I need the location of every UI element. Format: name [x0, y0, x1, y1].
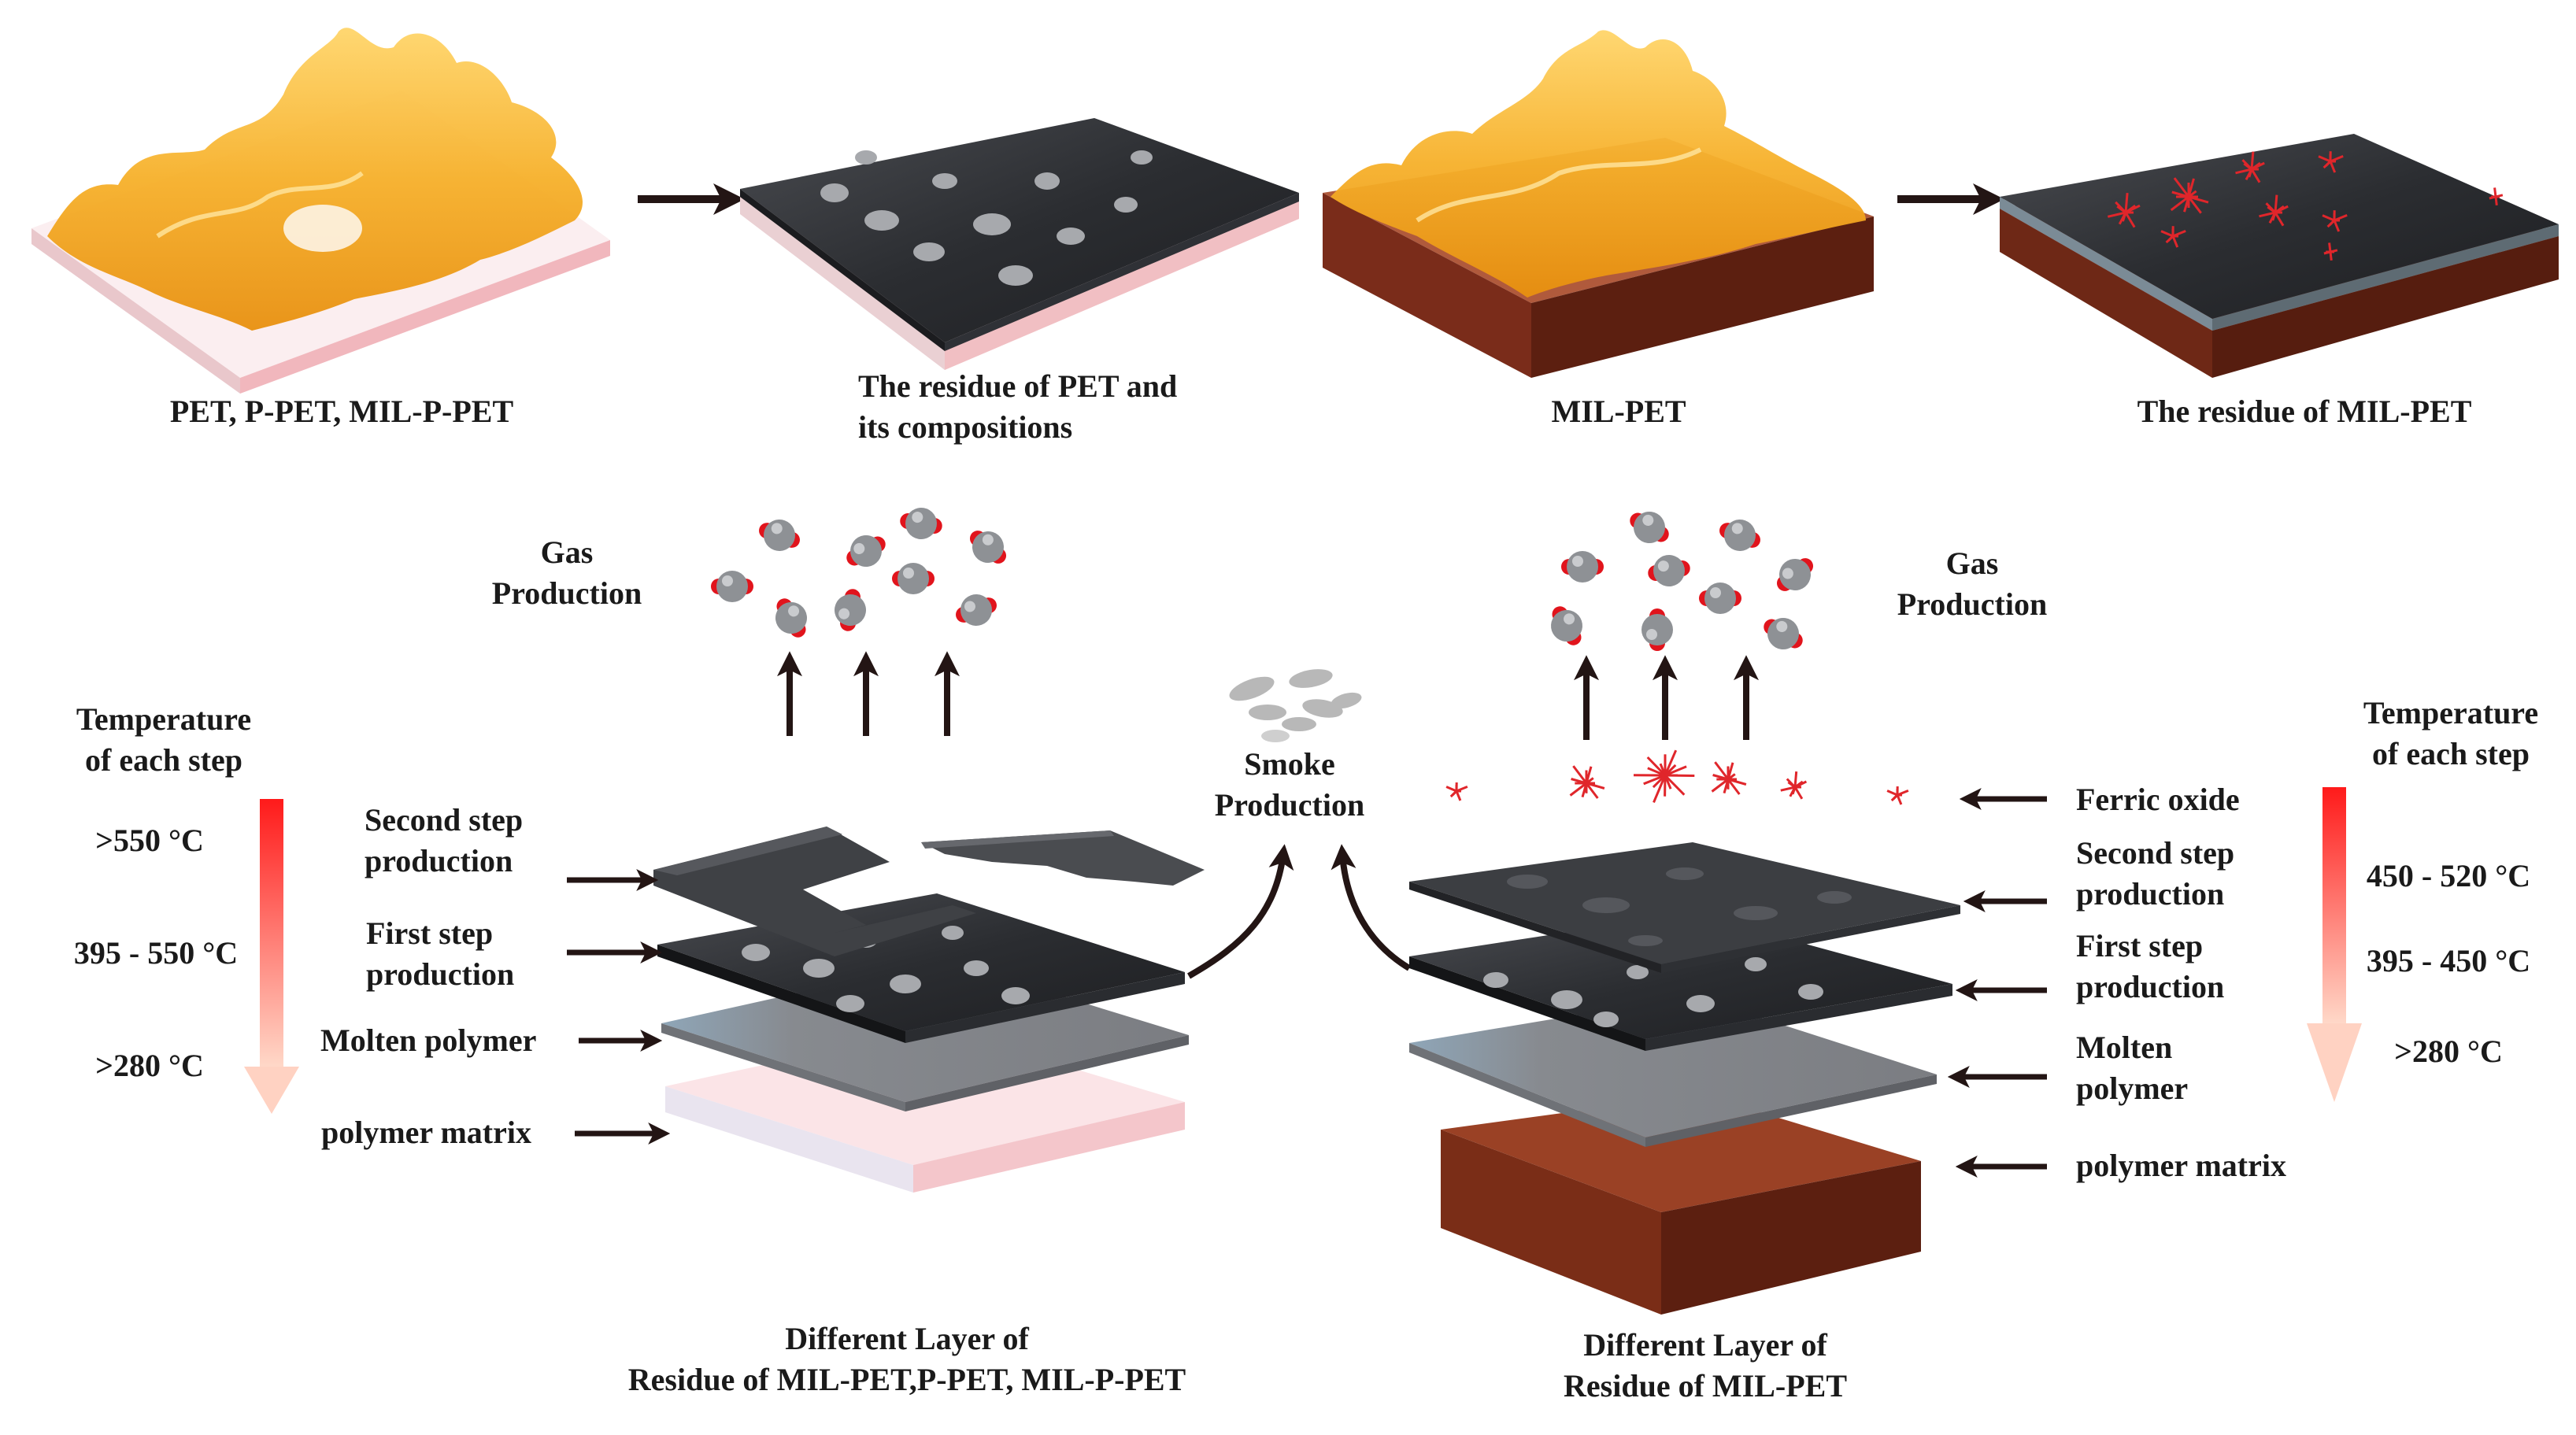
ferric-oxide-particle-icon: [1571, 766, 1604, 798]
right-gas-line1: Gas: [1897, 543, 2047, 584]
ferric-oxide-particle-icon: [1712, 762, 1746, 794]
right-gas-production-label: Gas Production: [1897, 543, 2047, 625]
pet-residue-label-line2: its compositions: [858, 407, 1177, 448]
right-first-step-label: First step production: [2076, 926, 2224, 1008]
left-first-line2: production: [366, 954, 514, 995]
right-ferric-oxide-label: Ferric oxide: [2076, 779, 2240, 820]
left-temp-step-2: 395 - 550 °C: [74, 933, 238, 974]
co2-molecule-icon: [1561, 551, 1604, 583]
right-second-line2: production: [2076, 874, 2234, 915]
right-layer-pointer-arrows: [1956, 799, 2047, 1167]
co2-molecule-icon: [892, 563, 935, 594]
ferric-oxide-particle-icon: [1781, 771, 1807, 799]
right-caption-line1: Different Layer of: [1564, 1325, 1847, 1366]
ferric-oxide-particle-icon: [1887, 786, 1908, 804]
left-temperature-arrow: [244, 799, 299, 1114]
left-temp-line2: of each step: [76, 740, 251, 781]
pet-slab-label: PET, P-PET, MIL-P-PET: [170, 391, 513, 432]
right-temp-line2: of each step: [2363, 734, 2538, 775]
smoke-production-label: Smoke Production: [1215, 744, 1364, 826]
mil-pet-residue-slab: [2000, 134, 2559, 378]
pet-residue-label: The residue of PET and its compositions: [858, 366, 1177, 448]
co2-molecule-icon: [1699, 583, 1741, 614]
right-temperature-title: Temperature of each step: [2363, 693, 2538, 775]
right-first-line2: production: [2076, 967, 2224, 1008]
left-second-line1: Second step: [365, 800, 523, 841]
right-molten-polymer-label: Molten polymer: [2076, 1027, 2188, 1109]
smoke-line2: Production: [1215, 785, 1364, 826]
co2-molecule-icon: [754, 513, 805, 557]
co2-molecule-icon: [831, 586, 870, 634]
right-temp-step-3: >280 °C: [2394, 1031, 2503, 1072]
right-smoke-curve-arrow: [1342, 854, 1409, 968]
left-temp-step-3: >280 °C: [95, 1045, 204, 1086]
co2-molecule-icon: [1641, 608, 1673, 651]
pet-residue-label-line1: The residue of PET and: [858, 366, 1177, 407]
left-first-step-label: First step production: [366, 913, 514, 995]
right-second-step-label: Second step production: [2076, 833, 2234, 915]
left-gas-production-label: Gas Production: [492, 532, 642, 614]
co2-molecule-icon: [1542, 600, 1591, 653]
right-caption: Different Layer of Residue of MIL-PET: [1564, 1325, 1847, 1407]
co2-molecule-icon: [711, 571, 753, 602]
left-molten-polymer-label: Molten polymer: [320, 1020, 536, 1061]
right-molten-line1: Molten: [2076, 1027, 2188, 1068]
ferric-oxide-particle-icon: [1634, 750, 1694, 802]
left-gas-line2: Production: [492, 573, 642, 614]
co2-molecule-icon: [961, 521, 1014, 572]
right-gas-arrows: [1586, 665, 1746, 740]
co2-molecule-icon: [840, 527, 893, 575]
right-polymer-matrix-label: polymer matrix: [2076, 1145, 2286, 1186]
mil-pet-slab-label: MIL-PET: [1551, 391, 1686, 432]
right-temperature-arrow: [2307, 787, 2362, 1102]
co2-molecule-icon: [1645, 552, 1693, 590]
ferric-oxide-particle-icon: [1446, 782, 1468, 801]
left-caption-line1: Different Layer of: [628, 1318, 1186, 1359]
co2-molecule-icon: [1623, 503, 1676, 552]
left-first-line1: First step: [366, 913, 514, 954]
right-temp-step-2: 395 - 450 °C: [2367, 941, 2530, 982]
right-molten-line2: polymer: [2076, 1068, 2188, 1109]
pet-residue-slab: [740, 118, 1299, 370]
left-polymer-matrix-label: polymer matrix: [321, 1112, 531, 1153]
co2-molecule-icon: [898, 505, 945, 543]
ferric-oxide-particle-icon: [1446, 750, 1908, 804]
left-second-step-label: Second step production: [365, 800, 523, 882]
smoke-line1: Smoke: [1215, 744, 1364, 785]
right-temp-step-1: 450 - 520 °C: [2367, 856, 2530, 897]
mil-pet-slab-burning: [1323, 30, 1874, 378]
left-caption-line2: Residue of MIL-PET,P-PET, MIL-P-PET: [628, 1359, 1186, 1400]
co2-molecule-icon: [1757, 609, 1810, 658]
right-first-line1: First step: [2076, 926, 2224, 967]
smoke-particle-icon: [1227, 666, 1364, 742]
co2-molecule-icon: [711, 503, 1822, 658]
right-caption-line2: Residue of MIL-PET: [1564, 1366, 1847, 1407]
left-second-line2: production: [365, 841, 523, 882]
left-caption: Different Layer of Residue of MIL-PET,P-…: [628, 1318, 1186, 1400]
co2-molecule-icon: [1715, 513, 1765, 557]
left-layer-pointer-arrows: [567, 880, 661, 1134]
left-gas-arrows: [790, 661, 947, 736]
right-gas-line2: Production: [1897, 584, 2047, 625]
left-temperature-title: Temperature of each step: [76, 699, 251, 781]
pet-slab-burning: [31, 28, 610, 394]
co2-molecule-icon: [767, 592, 816, 645]
left-smoke-curve-arrow: [1189, 854, 1283, 976]
right-temp-line1: Temperature: [2363, 693, 2538, 734]
left-gas-line1: Gas: [492, 532, 642, 573]
left-temp-step-1: >550 °C: [95, 820, 204, 861]
co2-molecule-icon: [1768, 549, 1821, 600]
co2-molecule-icon: [951, 588, 1001, 632]
right-second-line1: Second step: [2076, 833, 2234, 874]
mil-pet-residue-label: The residue of MIL-PET: [2137, 391, 2472, 432]
left-temp-line1: Temperature: [76, 699, 251, 740]
